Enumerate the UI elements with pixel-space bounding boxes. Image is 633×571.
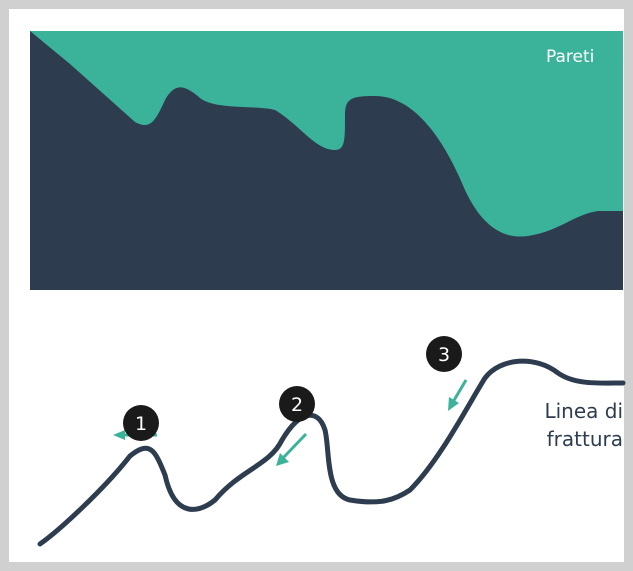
- marker-1-number: 1: [135, 413, 147, 435]
- marker-2-number: 2: [291, 394, 303, 416]
- fracture-line: [40, 361, 623, 544]
- walls-label: Pareti: [546, 47, 594, 67]
- marker-3: 3: [426, 336, 462, 372]
- arrow-3: [448, 380, 466, 411]
- marker-3-number: 3: [438, 344, 450, 366]
- fracture-label-line2: frattura: [547, 427, 623, 451]
- bottom-panel: 1 2 3 Linea di frattura: [40, 336, 623, 544]
- marker-1: 1: [123, 405, 159, 441]
- marker-2: 2: [279, 386, 315, 422]
- top-panel: Pareti: [30, 31, 623, 290]
- fracture-label-line1: Linea di: [544, 399, 623, 423]
